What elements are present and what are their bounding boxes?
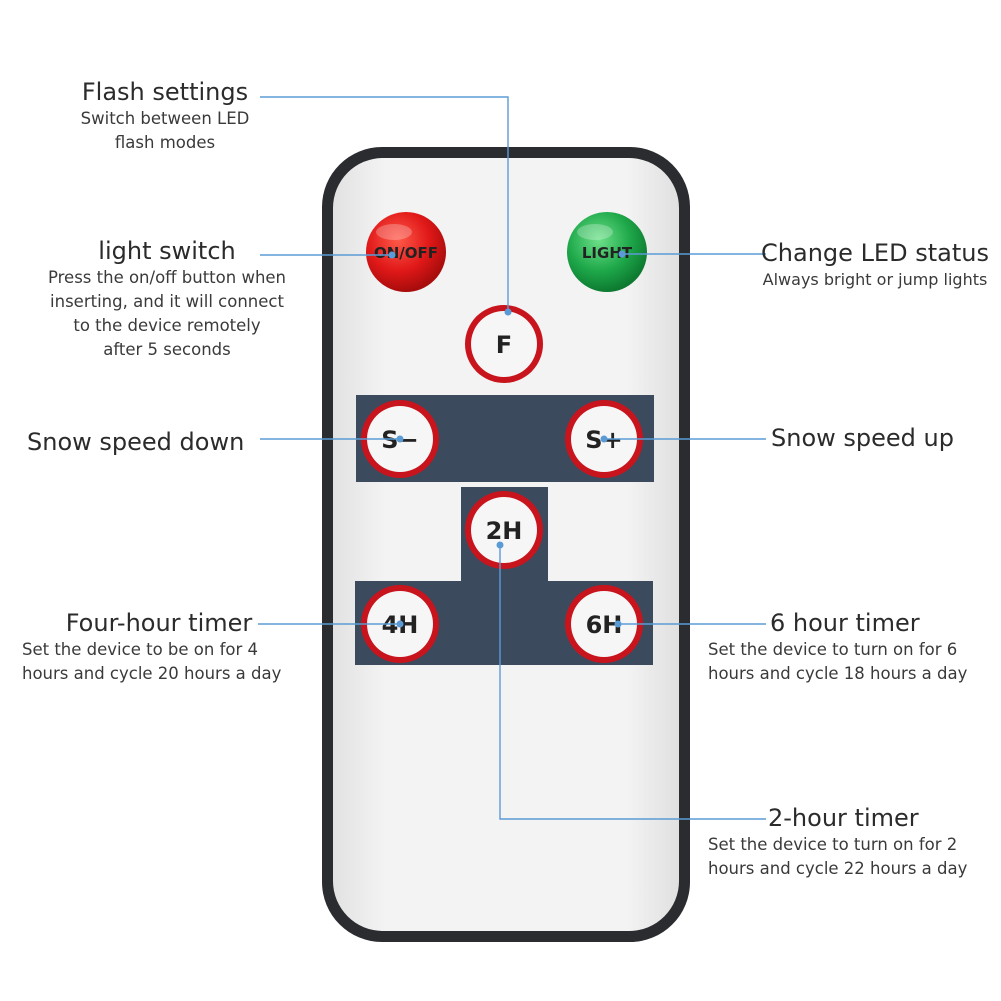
flash-label: F (496, 331, 512, 359)
four-hour-desc: Set the device to be on for 4 hours and … (22, 639, 282, 683)
callout-change-led: Change LED status Always bright or jump … (756, 239, 994, 292)
leader-dots (388, 250, 626, 628)
callout-light-switch: light switch Press the on/off button whe… (22, 237, 312, 362)
six-hour-title: 6 hour timer (770, 609, 920, 637)
timer-2h-button[interactable]: 2H (465, 491, 543, 569)
onoff-button[interactable]: ON/OFF (366, 212, 446, 292)
callout-speed-up: Snow speed up (771, 424, 954, 453)
timer-6h-button[interactable]: 6H (565, 585, 643, 663)
flash-title: Flash settings (81, 78, 249, 106)
light-switch-desc: Press the on/off button when inserting, … (47, 267, 287, 359)
light-label: LIGHT (582, 244, 633, 262)
six-hour-desc: Set the device to turn on for 6 hours an… (708, 639, 968, 683)
flash-desc: Switch between LED flash modes (80, 108, 250, 152)
two-hour-desc: Set the device to turn on for 2 hours an… (708, 834, 968, 878)
light-switch-title: light switch (98, 237, 236, 265)
change-led-title: Change LED status (761, 239, 989, 267)
flash-button[interactable]: F (465, 305, 543, 383)
light-button[interactable]: LIGHT (567, 212, 647, 292)
leader-two-hour (499, 545, 766, 820)
two-hour-title: 2-hour timer (768, 804, 919, 832)
timer-2h-label: 2H (486, 517, 523, 545)
callout-flash: Flash settings Switch between LED flash … (40, 78, 290, 155)
callout-speed-down: Snow speed down (27, 428, 244, 457)
callout-two-hour: 2-hour timer Set the device to turn on f… (708, 804, 998, 881)
leader-lines (258, 96, 766, 820)
change-led-desc: Always bright or jump lights (762, 269, 988, 289)
callout-six-hour: 6 hour timer Set the device to turn on f… (708, 609, 998, 686)
callout-four-hour: Four-hour timer Set the device to be on … (10, 609, 308, 686)
speed-up-title: Snow speed up (771, 424, 954, 452)
speed-down-title: Snow speed down (27, 428, 245, 456)
four-hour-title: Four-hour timer (65, 609, 253, 637)
leader-flash (260, 96, 509, 312)
onoff-label: ON/OFF (374, 244, 438, 262)
